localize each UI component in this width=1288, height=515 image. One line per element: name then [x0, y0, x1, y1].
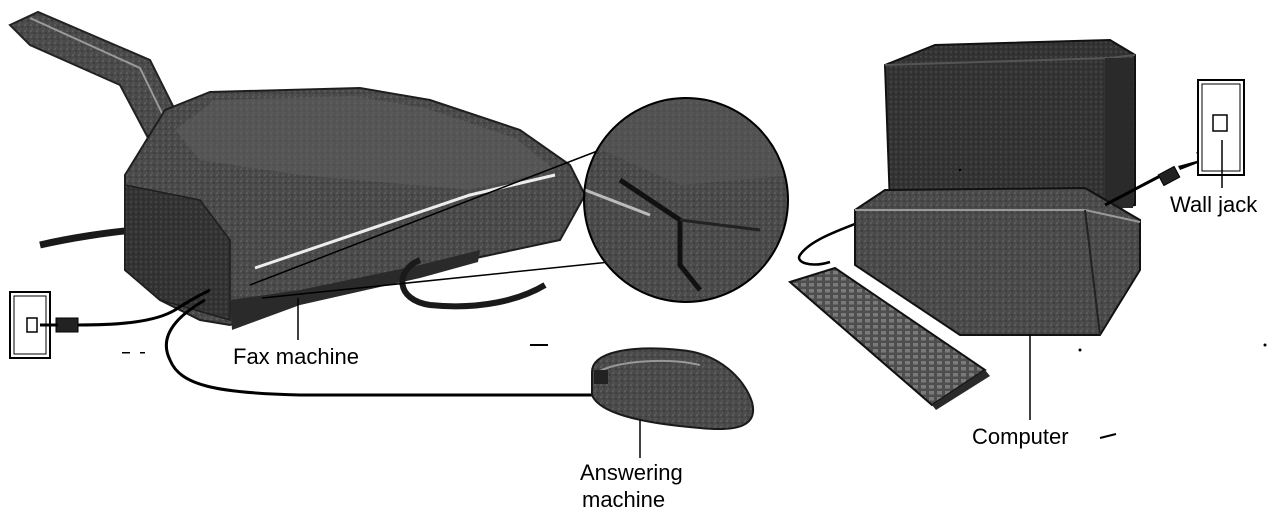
fax-machine [10, 12, 585, 330]
answering-machine-label-line1: Answering [580, 460, 683, 485]
wall-jack [1198, 80, 1244, 175]
wall-jack-label: Wall jack [1170, 192, 1258, 217]
zoom-detail-circle [580, 95, 795, 305]
answering-machine-label-line2: machine [582, 487, 665, 512]
keyboard-cable [799, 222, 860, 264]
computer [790, 40, 1140, 410]
fax-power-cord [40, 230, 135, 245]
computer-label: Computer [972, 424, 1069, 449]
fax-machine-label: Fax machine [233, 344, 359, 369]
answering-machine [592, 348, 753, 429]
